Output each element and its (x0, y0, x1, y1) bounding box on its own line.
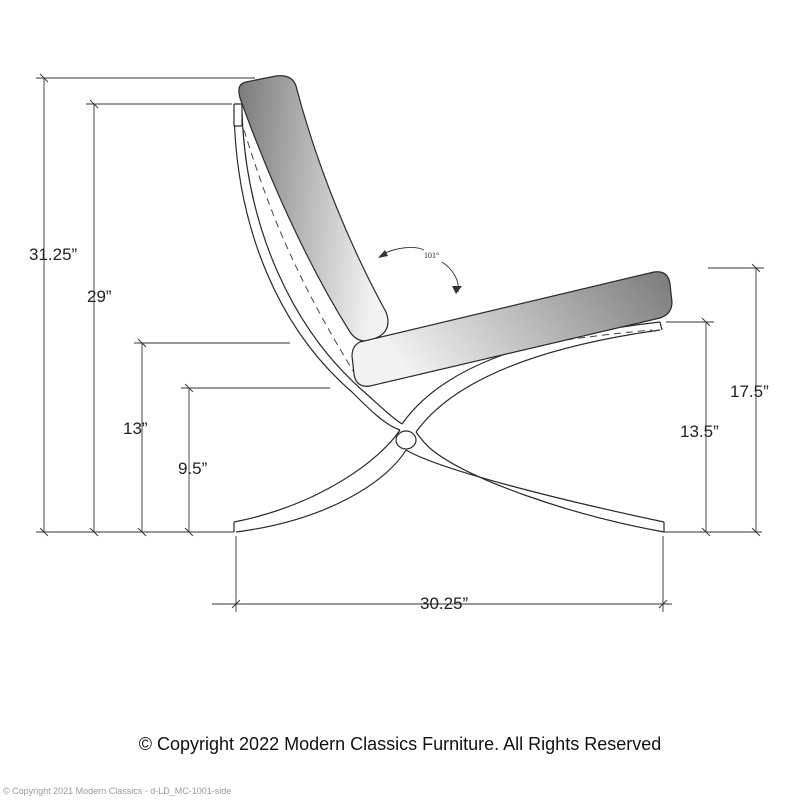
dimension-floor-line (36, 527, 762, 537)
angle-label: 101° (424, 251, 439, 260)
label-seat-rear-height: 9.5” (178, 459, 208, 478)
label-seat-height-right: 13.5” (680, 422, 719, 441)
recline-angle-indicator: 101° (378, 247, 462, 294)
label-back-height: 29” (87, 287, 112, 306)
seat-cushion (351, 271, 673, 387)
dimension-overall-depth (212, 536, 672, 612)
dimension-seat-front-height (134, 338, 290, 532)
chair-straps (243, 129, 653, 387)
dimension-seat-height-right (666, 317, 714, 532)
dimension-back-height (86, 99, 232, 532)
arrowhead-left-icon (378, 250, 388, 258)
label-overall-depth: 30.25” (420, 594, 469, 613)
dimension-seat-rear-height (181, 383, 330, 532)
chair-frame (233, 103, 665, 533)
copyright-notice: © Copyright 2022 Modern Classics Furnitu… (138, 734, 662, 754)
dimension-seat-top-height (708, 263, 764, 532)
label-overall-height: 31.25” (29, 245, 78, 264)
arrowhead-down-icon (452, 286, 462, 294)
label-seat-top-height: 17.5” (730, 382, 769, 401)
watermark-text: © Copyright 2021 Modern Classics - d-LD_… (3, 786, 232, 796)
dimension-overall-height (36, 73, 255, 532)
label-seat-front-height: 13” (123, 419, 148, 438)
